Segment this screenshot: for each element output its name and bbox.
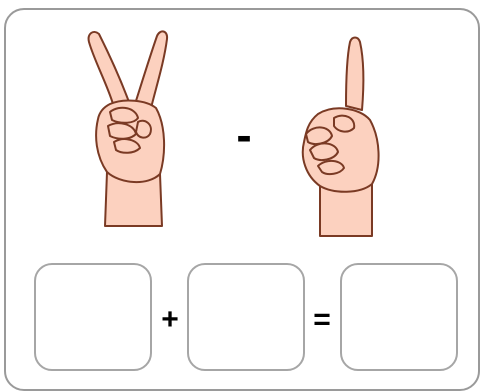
- plus-operator: +: [157, 305, 183, 335]
- answer-box-1[interactable]: [34, 263, 152, 371]
- one-finger-hand-icon: [294, 34, 382, 238]
- equals-operator: =: [309, 305, 335, 335]
- answer-box-2[interactable]: [187, 263, 305, 371]
- answer-box-3[interactable]: [340, 263, 458, 371]
- two-fingers-hand-icon: [80, 26, 176, 228]
- minus-operator: -: [228, 112, 260, 158]
